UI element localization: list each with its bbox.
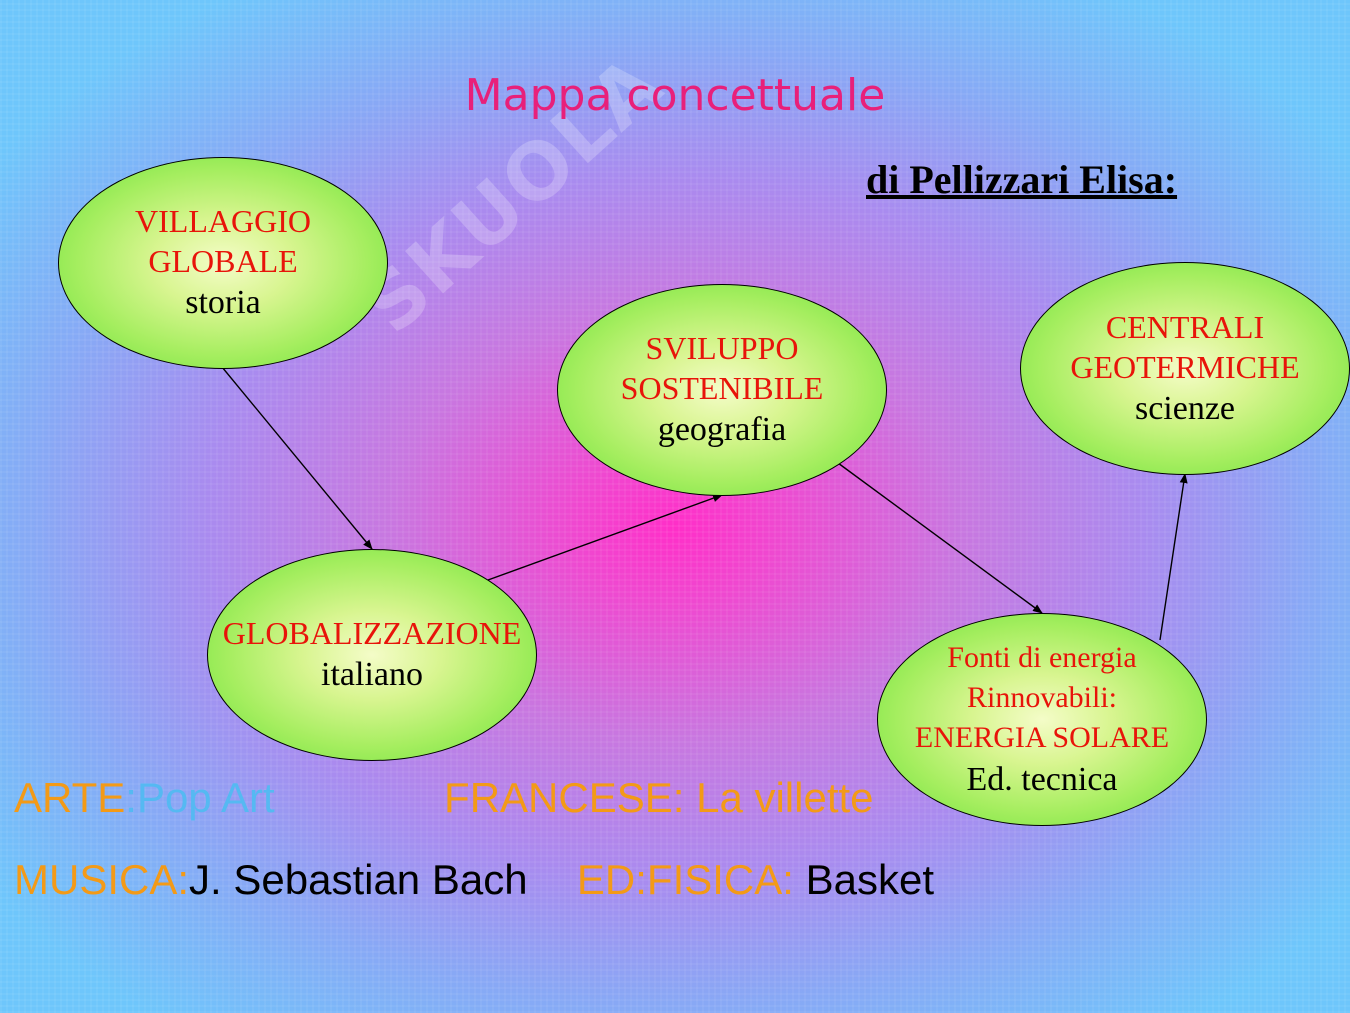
node-topic: SVILUPPO (645, 330, 799, 366)
arte-label: ARTE (14, 774, 126, 821)
author-label: di Pellizzari Elisa: (866, 157, 1178, 202)
edge-globalizzazione-sviluppo (487, 494, 723, 581)
edge-fonti-centrali (1159, 473, 1188, 641)
node-centrali-geotermiche: CENTRALI GEOTERMICHE scienze (1020, 262, 1350, 475)
node-topic: GEOTERMICHE (1070, 348, 1300, 385)
arte-value: Pop Art (136, 774, 275, 821)
node-topic: ENERGIA SOLARE (914, 720, 1170, 754)
node-topic: Fonti di energia (947, 640, 1137, 674)
node-sviluppo-sostenibile: SVILUPPO SOSTENIBILE geografia (557, 284, 887, 496)
node-villaggio-globale: VILLAGGIO GLOBALE storia (58, 157, 388, 369)
node-topic: VILLAGGIO (135, 203, 311, 239)
musica-label: MUSICA: (14, 856, 190, 903)
musica-value: J. Sebastian Bach (189, 856, 528, 903)
edge-villaggio-globalizzazione (221, 366, 373, 550)
node-topic: CENTRALI (1105, 308, 1265, 345)
edfisica-value: Basket (793, 856, 935, 903)
footer-line-musica-edfisica: MUSICA:J. Sebastian Bach ED:FISICA: Bask… (14, 856, 934, 904)
edge-sviluppo-fonti (837, 462, 1043, 614)
francese-value: La villette (684, 774, 874, 821)
arte-separator: : (125, 774, 137, 821)
node-globalizzazione: GLOBALIZZAZIONE italiano (207, 549, 537, 761)
node-fonti-energia: Fonti di energia Rinnovabili: ENERGIA SO… (877, 613, 1207, 826)
node-topic: GLOBALE (148, 243, 298, 279)
node-topic: SOSTENIBILE (620, 370, 824, 406)
francese-label: FRANCESE: (444, 774, 685, 821)
node-subject: scienze (1134, 389, 1236, 427)
edfisica-label: ED:FISICA: (576, 856, 794, 903)
node-subject: italiano (321, 656, 423, 693)
node-topic: Rinnovabili: (967, 680, 1117, 714)
node-subject: Ed. tecnica (966, 760, 1118, 798)
node-subject: storia (185, 284, 261, 321)
footer-line-arte-francese: ARTE:Pop Art FRANCESE: La villette (14, 774, 874, 822)
node-topic: GLOBALIZZAZIONE (222, 615, 522, 651)
page-title: Mappa concettuale (464, 70, 886, 121)
node-subject: geografia (657, 411, 787, 448)
